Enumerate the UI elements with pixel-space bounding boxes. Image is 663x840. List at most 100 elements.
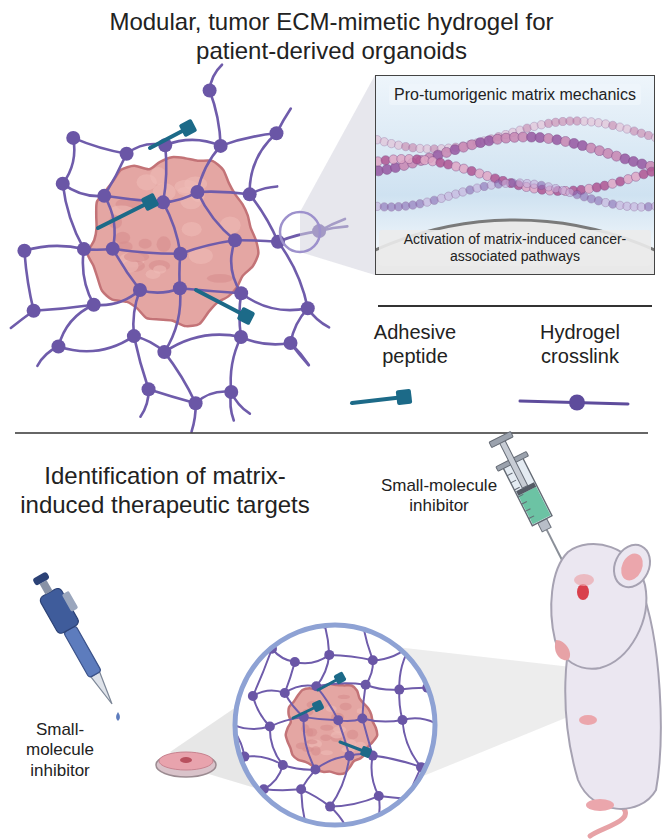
- polymer-strand: [408, 799, 422, 813]
- crosslink-dot: [127, 329, 141, 343]
- inset-illustration: [375, 75, 655, 275]
- organoid-texture: [157, 236, 171, 252]
- crosslink-dot: [27, 304, 41, 318]
- polymer-strand: [250, 133, 277, 194]
- inset-heading: Pro-tumorigenic matrix mechanics: [389, 84, 641, 105]
- polymer-strand: [163, 145, 166, 202]
- crosslink-dot: [344, 827, 354, 837]
- cell-membrane: [375, 220, 655, 275]
- petri-dish-base: [156, 753, 216, 777]
- mouse-foot: [586, 799, 614, 811]
- polymer-strand: [402, 720, 421, 767]
- peptide-stem: [98, 202, 150, 228]
- peptide-head: [311, 699, 324, 712]
- pipette-button: [32, 571, 50, 586]
- polymer-strand: [253, 696, 270, 727]
- polymer-strand: [373, 838, 379, 840]
- crosslink-dot: [357, 713, 367, 723]
- crosslink-dot: [120, 147, 134, 161]
- legend-text: Hydrogel crosslink: [505, 320, 655, 368]
- peptide-stem: [196, 290, 246, 316]
- polymer-strand: [366, 685, 400, 690]
- polymer-strand: [408, 799, 426, 808]
- barrel-tick: [514, 487, 519, 490]
- polymer-strand: [363, 610, 375, 626]
- polymer-strand: [295, 655, 329, 663]
- mouse-ear: [607, 539, 656, 593]
- polymer-strand: [104, 154, 126, 196]
- polymer-strand: [24, 251, 33, 311]
- mouse-ear-inner: [617, 550, 647, 584]
- polymer-strand: [241, 293, 308, 310]
- peptide-head: [237, 307, 256, 326]
- crosslink-dot: [232, 782, 242, 792]
- polymer-strand: [372, 756, 379, 796]
- organoid-texture: [139, 239, 152, 249]
- polymer-strand: [427, 680, 445, 687]
- crosslink-dot: [56, 177, 70, 191]
- crosslink-dot: [77, 242, 91, 256]
- matrix-fiber-bead: [552, 135, 562, 145]
- mouse-eye: [577, 584, 589, 600]
- polymer-strand: [362, 718, 402, 721]
- legend-rule: [378, 305, 652, 307]
- peptide-head: [179, 119, 198, 138]
- syringe: [485, 429, 578, 568]
- crosslink-dot: [569, 395, 585, 411]
- crosslink-dot: [280, 688, 290, 698]
- polymer-strand: [270, 717, 304, 726]
- polymer-strand: [412, 625, 420, 643]
- section-heading: Identification of matrix-induced therape…: [15, 462, 315, 520]
- peptide-head: [333, 671, 347, 685]
- crosslink-dot: [133, 283, 147, 297]
- polymer-strand: [330, 756, 349, 807]
- pipette-shaft: [64, 626, 102, 678]
- crosslink-dot: [333, 715, 343, 725]
- crosslink-dot: [397, 715, 407, 725]
- polymer-strand: [451, 756, 469, 763]
- polymer-strand: [73, 138, 126, 154]
- crosslink-dot: [97, 189, 111, 203]
- barrel-tick: [511, 480, 516, 483]
- polymer-strand: [134, 336, 149, 389]
- crosslink-dot: [203, 83, 217, 97]
- hydrogel-scene: [11, 65, 347, 432]
- crosslink-dot: [446, 751, 456, 761]
- crosslink-dot: [234, 330, 248, 344]
- matrix-fiber-bead: [647, 167, 655, 176]
- crosslink-dot: [173, 281, 187, 295]
- crosslink-dot: [157, 345, 171, 359]
- barrel-tick: [525, 509, 530, 512]
- polymer-strand: [63, 184, 84, 249]
- pipette-tip: [91, 672, 116, 707]
- pipette: [29, 566, 128, 710]
- polymer-strand: [304, 717, 338, 720]
- section-divider: [15, 432, 648, 434]
- crosslink-dot: [265, 722, 275, 732]
- crosslink-dot: [394, 685, 404, 695]
- polymer-strand: [231, 240, 241, 293]
- syringe-label: Small-molecule inhibitor: [380, 476, 498, 517]
- pipette-label: Small-molecule inhibitor: [8, 720, 112, 781]
- mouse-ear-far: [574, 574, 594, 586]
- crosslink-dot: [243, 187, 257, 201]
- crosslink-dot: [368, 833, 378, 840]
- organoid-texture: [307, 728, 317, 736]
- crosslink-dot: [190, 185, 204, 199]
- organoid-texture: [347, 730, 359, 740]
- pipette-body: [39, 587, 81, 635]
- crosslink-dot: [224, 385, 238, 399]
- polymer-strand: [241, 337, 291, 344]
- drop: [116, 712, 120, 721]
- crosslink-dot: [278, 760, 288, 770]
- polymer-strand: [349, 832, 373, 838]
- polymer-strand: [58, 336, 133, 351]
- mouse-nose: [555, 640, 570, 660]
- crosslink-dot: [66, 131, 80, 145]
- organoid-texture: [338, 695, 350, 699]
- crosslink-dot: [189, 396, 203, 410]
- magnified-view: [235, 625, 435, 825]
- organoid-texture: [321, 750, 333, 755]
- polymer-strand: [180, 288, 241, 293]
